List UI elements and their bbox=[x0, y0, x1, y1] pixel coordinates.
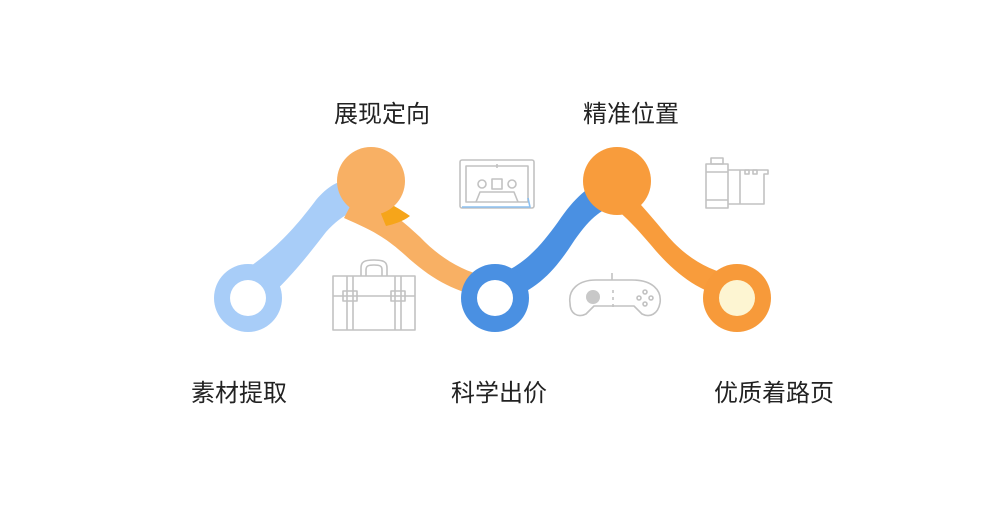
step3-node-hole bbox=[477, 280, 513, 316]
briefcase-icon bbox=[332, 259, 416, 331]
cassette-tape-icon bbox=[459, 159, 535, 209]
step1-node-hole bbox=[230, 280, 266, 316]
step5-label: 优质着路页 bbox=[714, 379, 834, 407]
gamepad-dpad bbox=[586, 290, 600, 304]
step4-node bbox=[583, 147, 651, 215]
step4-label: 精准位置 bbox=[583, 100, 679, 128]
film-roll-icon bbox=[705, 157, 769, 209]
step3-label: 科学出价 bbox=[451, 379, 547, 407]
connector-step2-step3 bbox=[344, 195, 486, 296]
step2-label: 展现定向 bbox=[334, 100, 430, 128]
step2-node bbox=[337, 147, 405, 215]
step1-label: 素材提取 bbox=[191, 379, 287, 407]
connector-step3-step4 bbox=[498, 180, 619, 299]
cassette-accent-stroke bbox=[462, 197, 531, 208]
gamepad-icon bbox=[569, 273, 661, 317]
step5-node-hole bbox=[719, 280, 755, 316]
